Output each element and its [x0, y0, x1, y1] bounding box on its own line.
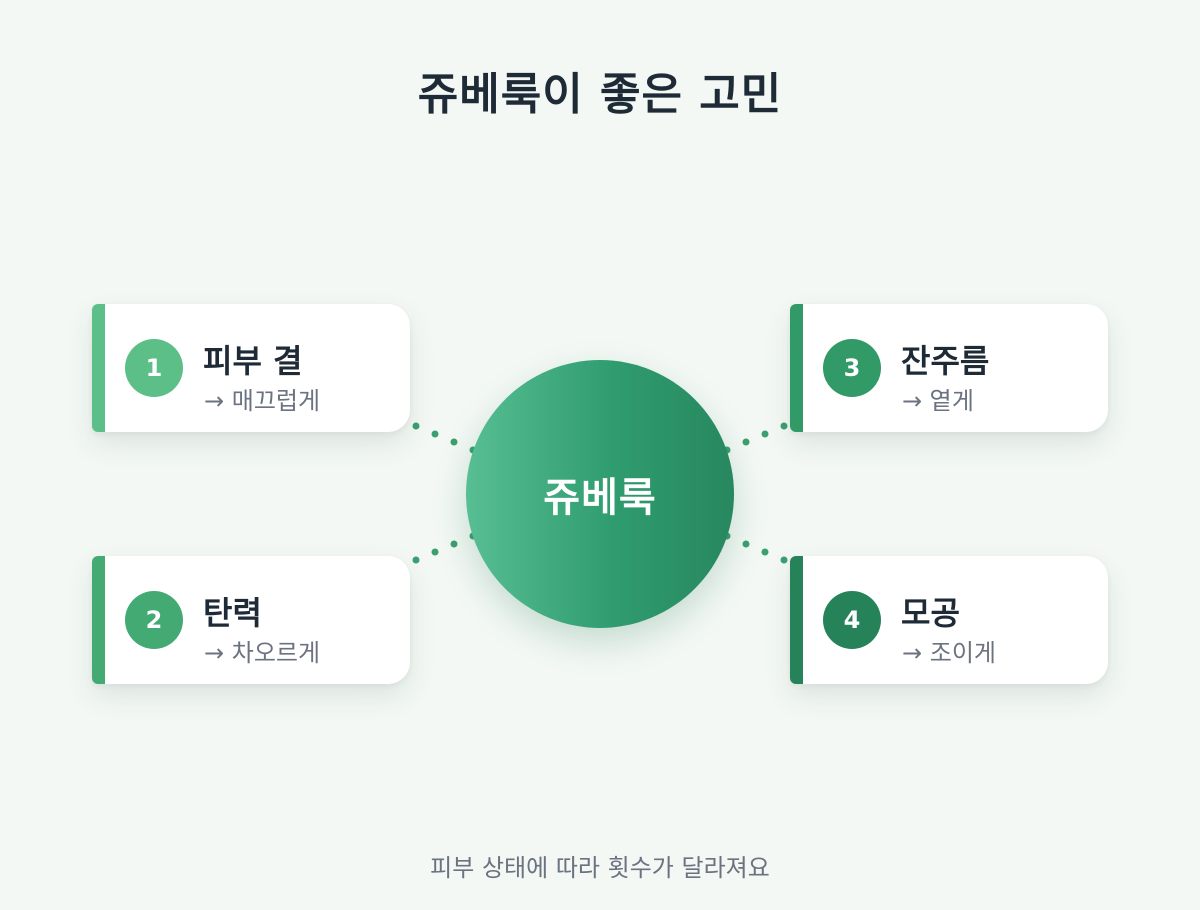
card-subtitle: → 매끄럽게: [204, 387, 321, 415]
card-title: 잔주름: [901, 342, 990, 380]
connector-3: [723, 422, 788, 454]
concern-card-2: 2 탄력 → 차오르게: [92, 556, 410, 684]
center-hub-circle: 쥬베룩: [466, 360, 734, 628]
connector-2: [412, 532, 477, 564]
number-badge: 1: [125, 339, 183, 397]
connector-4: [723, 532, 788, 564]
page-title: 쥬베룩이 좋은 고민: [417, 69, 783, 120]
card-subtitle: → 옅게: [902, 387, 974, 415]
card-subtitle: → 조이게: [902, 639, 996, 667]
card-title: 모공: [901, 594, 960, 632]
number-badge: 4: [823, 591, 881, 649]
concern-card-1: 1 피부 결 → 매끄럽게: [92, 304, 410, 432]
card-title: 피부 결: [203, 342, 303, 380]
number-badge: 3: [823, 339, 881, 397]
card-accent-bar: [92, 304, 105, 432]
card-title: 탄력: [203, 594, 262, 632]
concern-card-3: 3 잔주름 → 옅게: [790, 304, 1108, 432]
card-accent-bar: [790, 304, 803, 432]
connector-1: [412, 422, 477, 454]
footer-note: 피부 상태에 따라 횟수가 달라져요: [430, 854, 770, 882]
card-subtitle: → 차오르게: [204, 639, 321, 667]
card-accent-bar: [790, 556, 803, 684]
concern-card-4: 4 모공 → 조이게: [790, 556, 1108, 684]
hub-label: 쥬베룩: [543, 475, 657, 521]
card-accent-bar: [92, 556, 105, 684]
number-badge: 2: [125, 591, 183, 649]
